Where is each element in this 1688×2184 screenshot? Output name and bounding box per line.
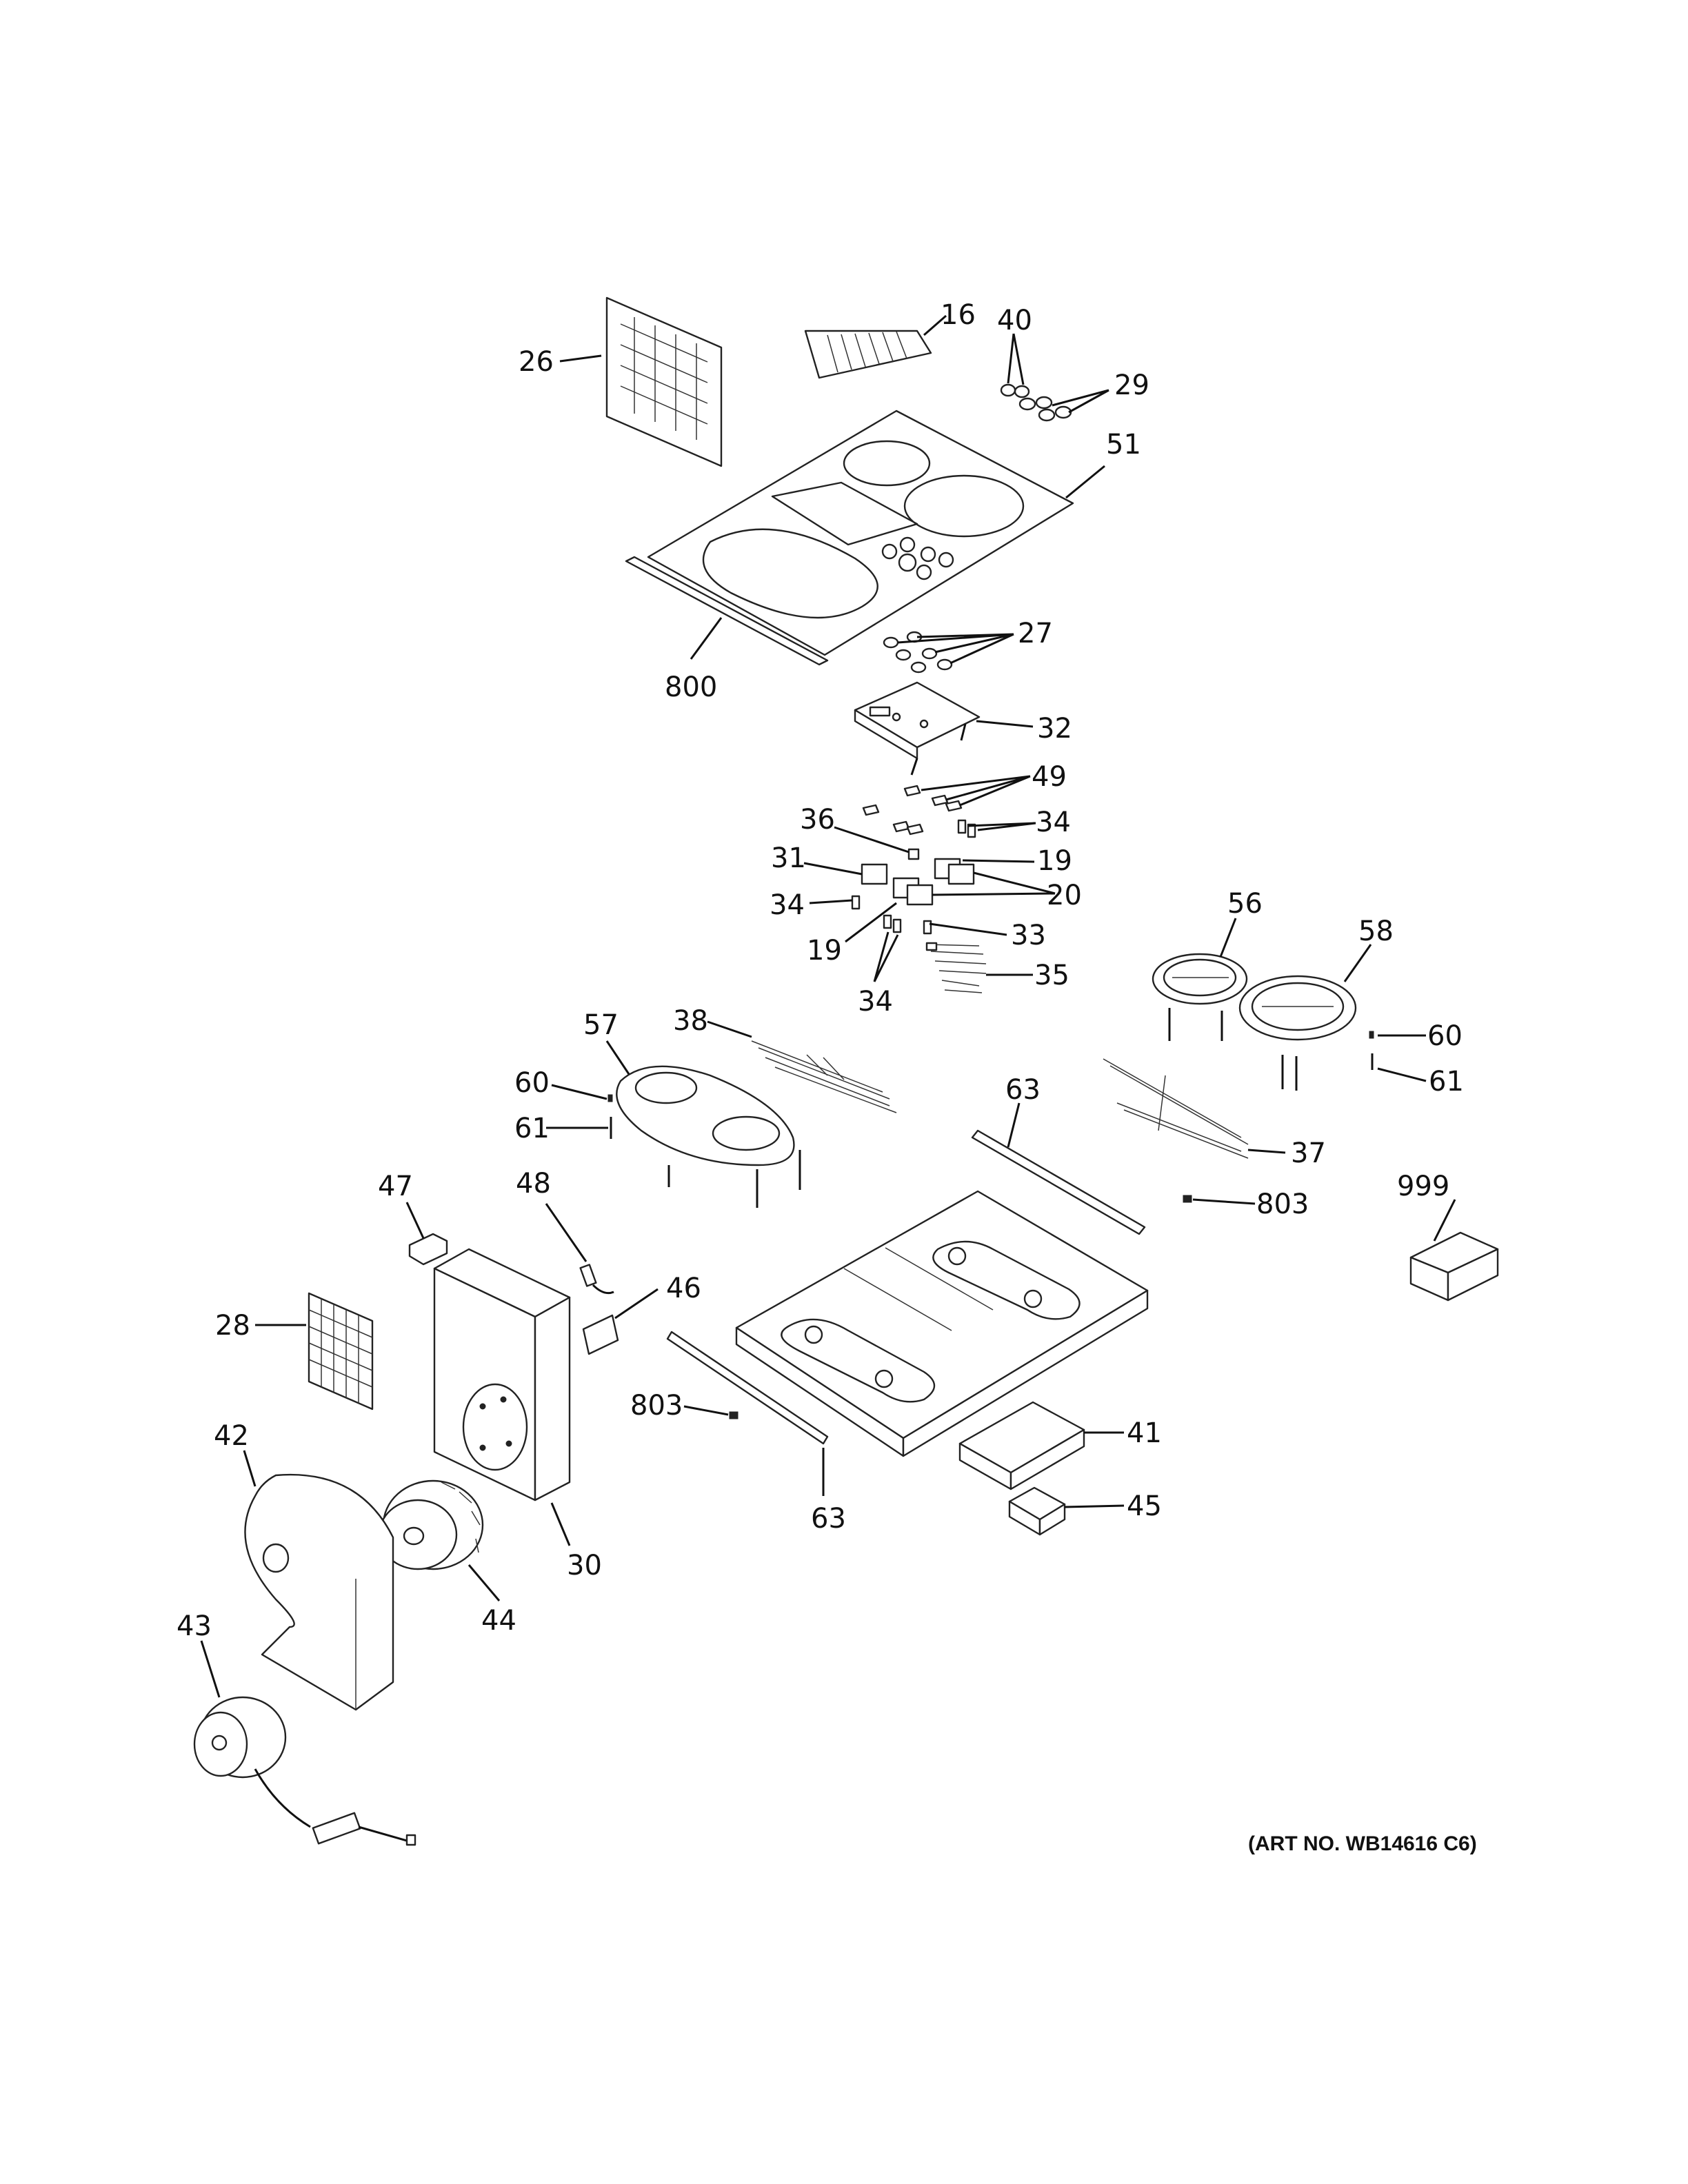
callout-61-right: 61 <box>1429 1066 1464 1098</box>
part-45-bin <box>1008 1486 1066 1536</box>
part-34-36-connectors <box>851 819 976 935</box>
callout-40: 40 <box>997 305 1032 336</box>
part-31-19-20-relays <box>861 858 975 906</box>
callout-35: 35 <box>1034 960 1069 991</box>
callout-30: 30 <box>567 1550 602 1581</box>
callout-63-bottom: 63 <box>811 1503 846 1535</box>
callout-51: 51 <box>1106 429 1141 461</box>
part-41-tray <box>958 1401 1085 1490</box>
part-16-vent-grille <box>804 330 932 379</box>
callout-32: 32 <box>1037 713 1072 745</box>
part-drawings <box>193 296 1499 1846</box>
callout-34-top: 34 <box>1036 807 1071 838</box>
callout-26: 26 <box>519 346 554 378</box>
callout-36: 36 <box>800 804 835 836</box>
part-28-grid-screen <box>308 1292 374 1410</box>
part-38-harness <box>751 1040 897 1113</box>
part-803-screw-bottom <box>729 1411 738 1419</box>
callout-63-top: 63 <box>1005 1074 1041 1106</box>
callout-43: 43 <box>177 1610 212 1642</box>
callout-31: 31 <box>771 842 806 874</box>
part-37-harness <box>1103 1058 1249 1159</box>
callout-47: 47 <box>378 1171 413 1202</box>
callout-61-left: 61 <box>514 1113 550 1144</box>
part-803-screw-top <box>1183 1195 1192 1203</box>
part-42-scroll-housing <box>244 1473 394 1711</box>
part-30-blower-box <box>433 1248 571 1502</box>
part-40-29-knobs <box>1000 383 1072 422</box>
callout-29: 29 <box>1114 370 1149 401</box>
part-58-coil <box>1238 975 1357 1091</box>
part-32-control-bracket <box>854 681 981 776</box>
callout-44: 44 <box>481 1605 516 1637</box>
part-63-strip-bottom <box>666 1331 829 1445</box>
callout-labels: 16 40 29 26 51 27 800 32 49 34 36 19 31 … <box>177 299 1464 1642</box>
callout-38: 38 <box>673 1005 708 1037</box>
part-999-box <box>1409 1231 1499 1302</box>
callout-19-left: 19 <box>807 935 842 967</box>
part-48-sensor <box>579 1264 614 1295</box>
callout-803-bottom: 803 <box>630 1390 683 1422</box>
part-47-bracket <box>408 1233 448 1266</box>
callout-33: 33 <box>1011 920 1046 951</box>
callout-58: 58 <box>1358 916 1394 947</box>
callout-41: 41 <box>1127 1417 1162 1449</box>
part-44-blower-wheel <box>378 1479 484 1570</box>
callout-49: 49 <box>1032 761 1067 793</box>
part-60-61-hardware <box>607 1031 1374 1139</box>
callout-45: 45 <box>1127 1490 1162 1522</box>
part-35-wire-harness <box>925 942 987 993</box>
callout-16: 16 <box>941 299 976 331</box>
callout-46: 46 <box>666 1273 701 1304</box>
callout-56: 56 <box>1227 888 1263 920</box>
part-chassis-tray <box>735 1190 1149 1457</box>
callout-48: 48 <box>516 1168 551 1200</box>
callout-42: 42 <box>214 1420 249 1452</box>
callout-803-top: 803 <box>1256 1189 1309 1220</box>
callout-34-mid: 34 <box>770 889 805 921</box>
part-51-glass-cooktop <box>647 410 1074 656</box>
callout-57: 57 <box>583 1009 619 1041</box>
art-number: (ART NO. WB14616 C6) <box>1248 1832 1477 1855</box>
part-46-board <box>582 1314 619 1355</box>
part-26-screen <box>605 296 723 467</box>
part-800-trim-strip <box>625 556 829 666</box>
callout-20: 20 <box>1047 880 1082 911</box>
part-49-clips <box>862 785 963 836</box>
callout-60-right: 60 <box>1427 1020 1463 1052</box>
part-27-grommets <box>883 631 953 674</box>
callout-34-low: 34 <box>858 986 893 1018</box>
part-57-dual-coil <box>616 1065 801 1208</box>
callout-800: 800 <box>665 671 717 703</box>
part-63-strip-top <box>971 1129 1146 1235</box>
callout-37: 37 <box>1291 1138 1326 1169</box>
callout-999: 999 <box>1397 1171 1449 1202</box>
part-56-coil <box>1152 953 1248 1041</box>
callout-28: 28 <box>215 1310 250 1342</box>
part-43-motor <box>193 1696 416 1846</box>
callout-60-left: 60 <box>514 1067 550 1099</box>
callout-27: 27 <box>1018 618 1053 649</box>
leader-lines <box>200 314 1456 1698</box>
callout-19-right: 19 <box>1037 845 1072 877</box>
